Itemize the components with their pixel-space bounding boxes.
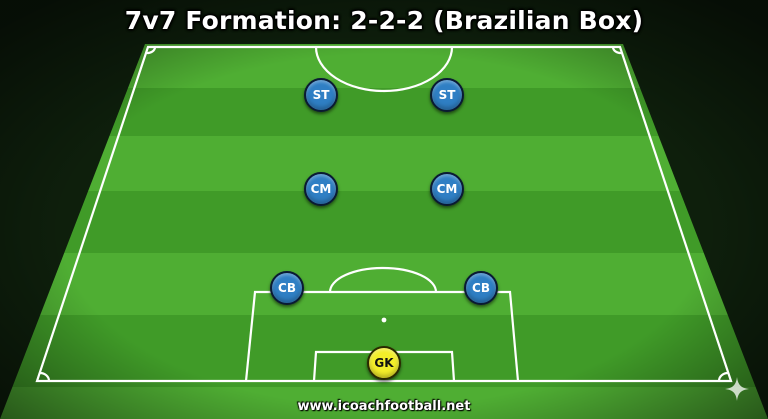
corner-arc-bottom-left (39, 371, 51, 382)
player-cb-left: CB (270, 271, 304, 305)
penalty-arc (328, 266, 438, 293)
diagram-title: 7v7 Formation: 2-2-2 (Brazilian Box) (124, 6, 644, 35)
corner-arc-top-left (145, 46, 157, 55)
player-cm-right: CM (430, 172, 464, 206)
player-cb-right: CB (464, 271, 498, 305)
player-st-left: ST (304, 78, 338, 112)
corner-arc-bottom-right (717, 371, 729, 382)
player-gk: GK (367, 346, 401, 380)
website-credit: www.icoachfootball.net (297, 399, 471, 414)
corner-arc-top-right (611, 46, 623, 55)
sparkle-icon (725, 377, 749, 401)
penalty-spot (381, 317, 387, 323)
penalty-box (244, 290, 520, 382)
center-circle (314, 46, 454, 93)
boundary-line (35, 45, 733, 383)
player-cm-left: CM (304, 172, 338, 206)
player-st-right: ST (430, 78, 464, 112)
